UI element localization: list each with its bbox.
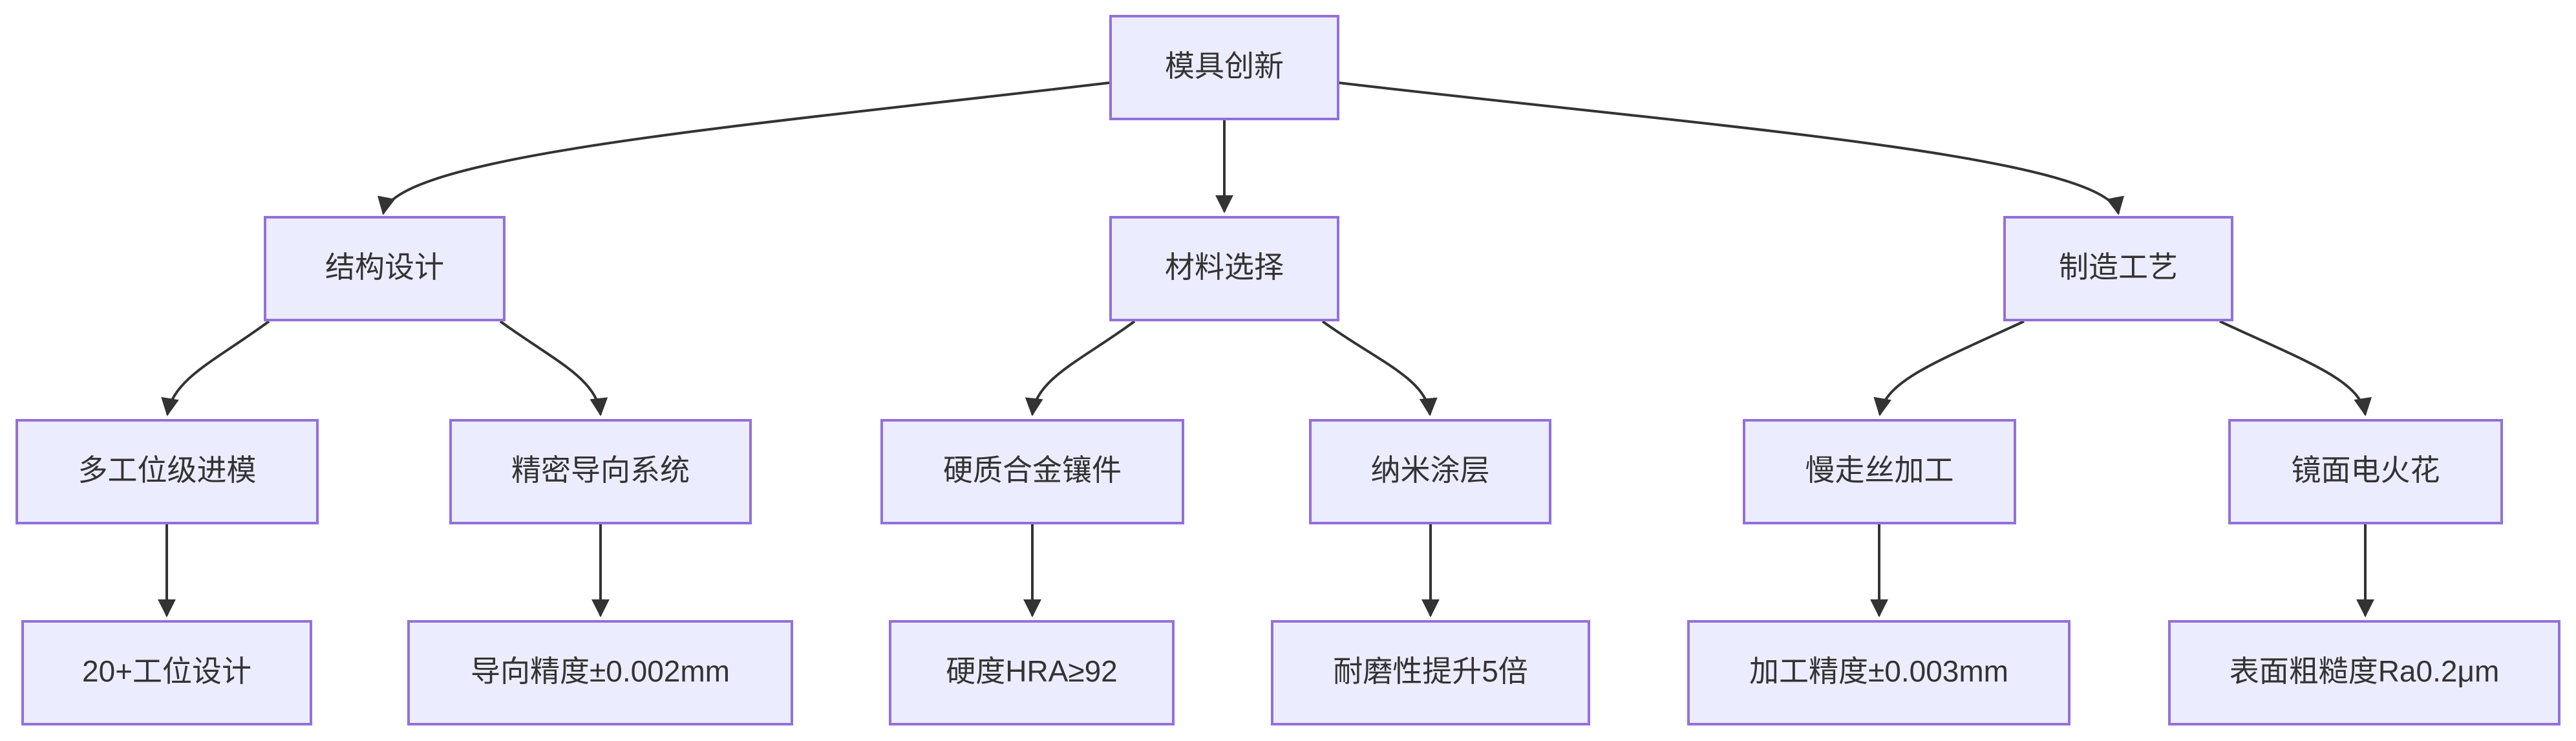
edge-root-to-structure-design [378, 81, 1110, 215]
edge-material-to-nano-coating [1321, 320, 1438, 416]
node-structure-design: 结构设计 [264, 216, 506, 321]
edge-material-to-carbide-insert [1025, 320, 1136, 416]
node-precision-guide-system: 精密导向系统 [449, 419, 752, 524]
node-wear-resistance: 耐磨性提升5倍 [1271, 620, 1590, 725]
node-nano-coating: 纳米涂层 [1309, 419, 1551, 524]
node-surface-roughness: 表面粗糙度Ra0.2μm [2168, 620, 2560, 725]
node-guide-accuracy: 导向精度±0.002mm [407, 620, 793, 725]
node-mold-innovation: 模具创新 [1109, 15, 1339, 120]
edge-root-to-manufacturing-process [1338, 81, 2124, 215]
node-station-design-20plus: 20+工位设计 [21, 620, 312, 725]
edge-process-to-mirror-edm [2219, 320, 2372, 416]
node-manufacturing-process: 制造工艺 [2003, 216, 2233, 321]
edge-structure-to-precision-guide [499, 320, 608, 416]
node-multi-station-progressive-die: 多工位级进模 [16, 419, 319, 524]
node-mirror-edm: 镜面电火花 [2228, 419, 2503, 524]
edge-process-to-slow-wire-cut [1873, 320, 2025, 416]
node-slow-wire-cutting: 慢走丝加工 [1743, 419, 2016, 524]
node-hardness-hra: 硬度HRA≥92 [889, 620, 1175, 725]
node-material-selection: 材料选择 [1109, 216, 1339, 321]
edge-structure-to-multi-station-die [161, 320, 270, 416]
node-machining-accuracy: 加工精度±0.003mm [1687, 620, 2070, 725]
node-carbide-insert: 硬质合金镶件 [880, 419, 1184, 524]
